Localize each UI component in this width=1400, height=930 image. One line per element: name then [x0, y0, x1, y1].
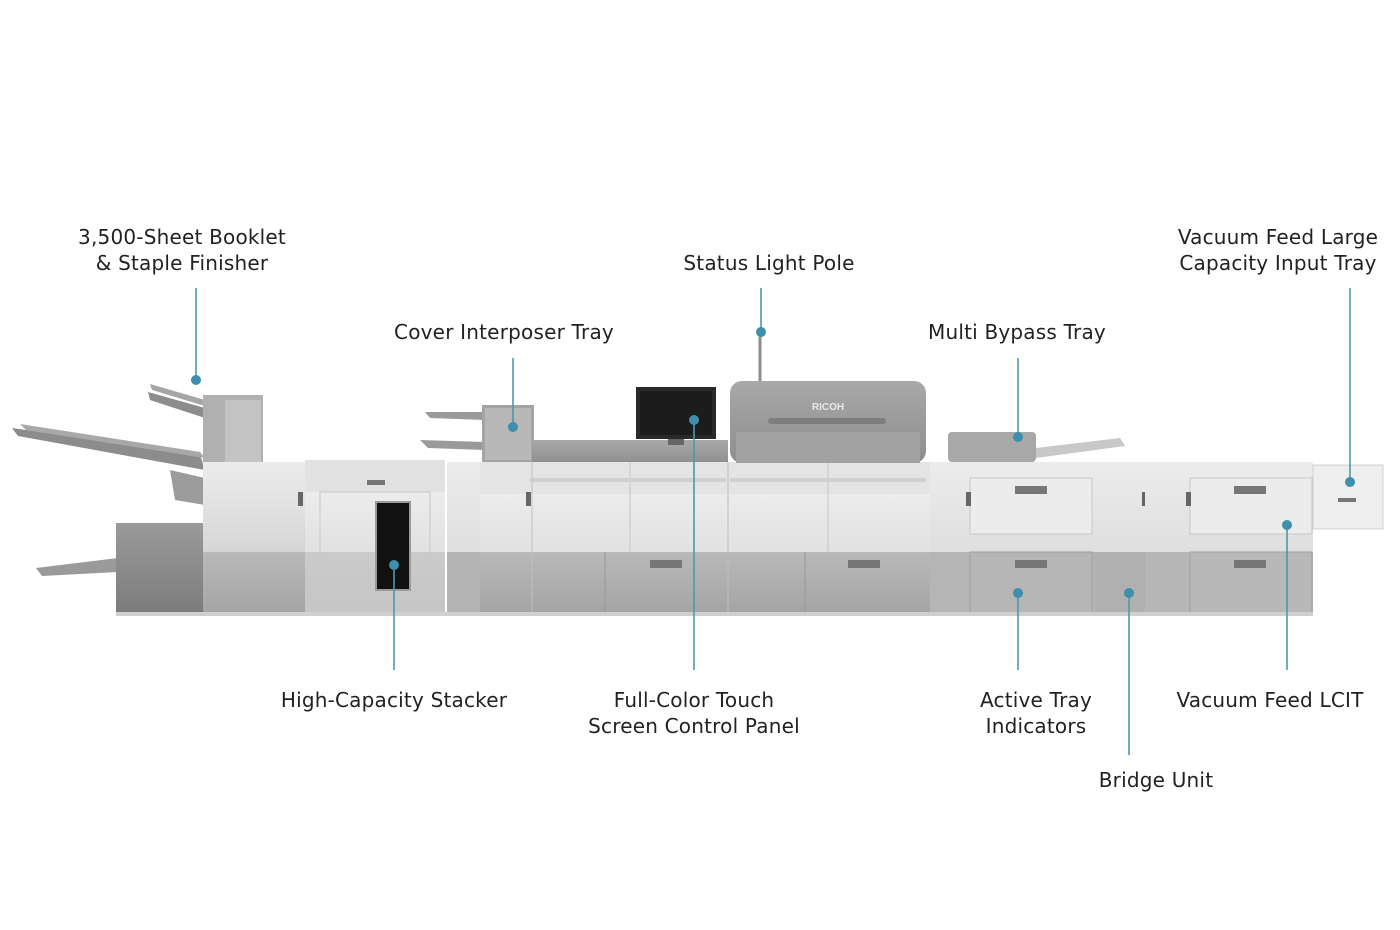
callout-vacuum-lcit: Vacuum Feed LCIT: [1160, 687, 1380, 713]
dot-status-light: [756, 327, 766, 337]
callout-line: Status Light Pole: [683, 251, 855, 275]
callout-booklet-finisher: 3,500-Sheet Booklet & Staple Finisher: [62, 224, 302, 276]
callout-line: Cover Interposer Tray: [394, 320, 614, 344]
floor-shadow: [116, 612, 1313, 616]
callout-line: 3,500-Sheet Booklet: [78, 225, 286, 249]
dot-bridge-unit: [1124, 588, 1134, 598]
callout-line: Multi Bypass Tray: [928, 320, 1106, 344]
dot-touch-panel: [689, 415, 699, 425]
dot-high-capacity-stacker: [389, 560, 399, 570]
booklet-finisher-unit: [12, 384, 305, 614]
brand-logo: RICOH: [812, 402, 844, 413]
main-engine: RICOH: [480, 332, 930, 614]
callout-line: Indicators: [985, 714, 1087, 738]
dot-vacuum-lcit: [1282, 520, 1292, 530]
dot-multi-bypass: [1013, 432, 1023, 442]
bypass-tray-module: [930, 432, 1125, 615]
callout-vacuum-large: Vacuum Feed Large Capacity Input Tray: [1160, 224, 1396, 276]
lcit-unit: [1145, 462, 1384, 615]
callout-line: Vacuum Feed Large: [1177, 225, 1379, 249]
callout-line: & Staple Finisher: [95, 251, 269, 275]
callout-line: Active Tray: [979, 688, 1092, 712]
touch-screen-monitor: [636, 387, 716, 445]
callout-line: High-Capacity Stacker: [280, 688, 508, 712]
callout-leaders: [191, 288, 1355, 755]
interposer-unit: [420, 405, 534, 614]
callout-line: Bridge Unit: [1098, 768, 1214, 792]
callout-line: Vacuum Feed LCIT: [1176, 688, 1364, 712]
callout-active-tray: Active Tray Indicators: [946, 687, 1126, 739]
bridge-unit-body: [1095, 462, 1147, 614]
callout-multi-bypass: Multi Bypass Tray: [907, 319, 1127, 345]
dot-booklet-finisher: [191, 375, 201, 385]
dot-vacuum-large: [1345, 477, 1355, 487]
callout-status-light: Status Light Pole: [659, 250, 879, 276]
callout-bridge-unit: Bridge Unit: [1076, 767, 1236, 793]
dot-active-tray: [1013, 588, 1023, 598]
callout-cover-interposer: Cover Interposer Tray: [384, 319, 624, 345]
callout-high-capacity-stacker: High-Capacity Stacker: [274, 687, 514, 713]
callout-line: Full-Color Touch: [613, 688, 775, 712]
callout-line: Capacity Input Tray: [1179, 251, 1377, 275]
callout-touch-panel: Full-Color Touch Screen Control Panel: [574, 687, 814, 739]
callout-line: Screen Control Panel: [588, 714, 800, 738]
dot-cover-interposer: [508, 422, 518, 432]
stacker-unit: [305, 460, 445, 615]
